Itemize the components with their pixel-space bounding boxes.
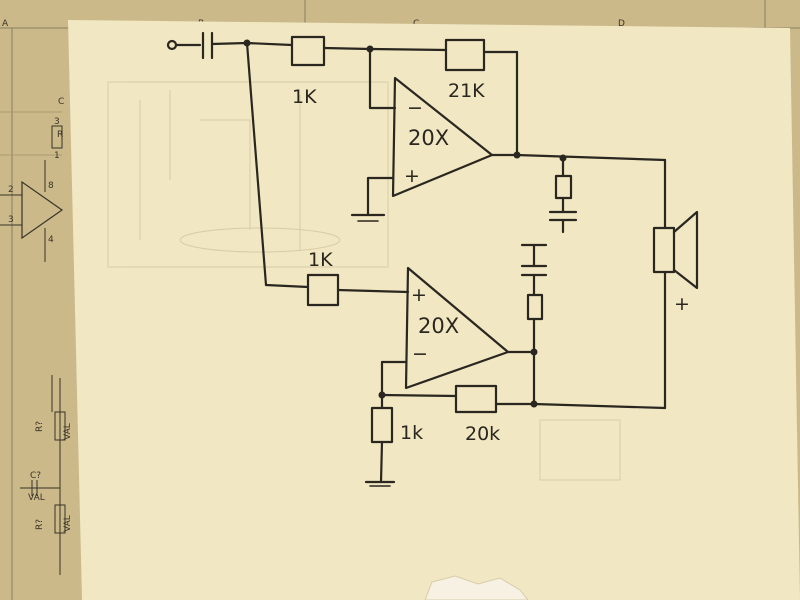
resistor-top-feedback [368, 38, 519, 157]
background-capacitor-label: C? [30, 471, 41, 481]
bottom-output-junction [530, 348, 538, 356]
background-row-label: C [58, 97, 64, 107]
input-terminal [166, 31, 249, 60]
show-through-layout [107, 81, 621, 481]
background-pin-label: 4 [48, 235, 54, 245]
background-resistor-value: VAL [63, 423, 73, 440]
background-resistor-label: R? [35, 421, 45, 432]
paper-sheet [68, 20, 800, 600]
resistor-bottom-input-label: 1K [308, 249, 333, 271]
bottom-input-wire [245, 41, 410, 307]
bottom-opamp-minus: − [412, 343, 428, 365]
top-opamp-gain: 20X [408, 126, 449, 150]
top-opamp-plus: + [404, 165, 420, 187]
column-label-a: A [2, 19, 9, 29]
speaker [652, 210, 699, 410]
resistor-top-input [245, 35, 372, 67]
resistor-bottom-feedback-label: 20k [465, 423, 500, 445]
bottom-opamp-plus: + [411, 284, 427, 306]
background-resistor-value: VAL [63, 515, 73, 532]
speaker-plus: + [674, 293, 690, 315]
background-capacitor-value: VAL [28, 493, 45, 503]
background-pin-label: 8 [48, 181, 54, 191]
bottom-output-node [530, 400, 538, 408]
background-opamp [0, 111, 64, 262]
top-output-junction [513, 151, 521, 159]
background-resistor-label: R [57, 130, 63, 140]
resistor-top-input-label: 1K [292, 86, 317, 108]
background-pin-label: 3 [54, 117, 60, 127]
column-label-d: D [618, 19, 625, 29]
bottom-feedback-network [364, 384, 667, 487]
top-zobel-network [548, 156, 578, 234]
top-output-wire [490, 153, 667, 230]
top-opamp [350, 47, 494, 222]
background-resistor-label: R? [35, 519, 45, 530]
paper-scrap [424, 575, 529, 600]
top-opamp-minus: − [407, 97, 423, 119]
bottom-zobel-network [520, 243, 548, 406]
background-pin-label: 3 [8, 215, 14, 225]
resistor-top-feedback-label: 21K [448, 80, 485, 102]
background-pin-label: 1 [54, 151, 60, 161]
resistor-bottom-ground-label: 1k [400, 422, 423, 444]
bottom-opamp-gain: 20X [418, 314, 459, 338]
background-divider-network [20, 375, 66, 575]
background-pin-label: 2 [8, 185, 14, 195]
